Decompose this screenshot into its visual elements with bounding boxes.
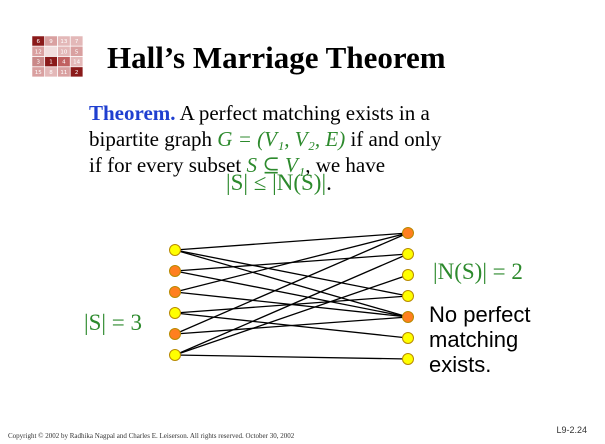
left-vertex <box>169 244 181 256</box>
theorem-statement: Theorem. A perfect matching exists in a … <box>89 100 589 178</box>
hall-condition-formula: |S| ≤ |N(S)| <box>226 170 327 195</box>
graph-edge <box>174 232 409 335</box>
logo-tile-number: 9 <box>49 39 53 45</box>
note-line-2: matching <box>429 327 519 352</box>
left-vertex <box>169 328 181 340</box>
graph-edge <box>174 270 409 318</box>
logo-tile <box>32 56 45 67</box>
logo-tile <box>57 46 71 57</box>
logo-tile <box>70 36 83 47</box>
left-vertex <box>169 349 181 361</box>
logo-tile <box>44 36 58 47</box>
logo-tile-number: 10 <box>60 49 67 55</box>
left-vertex <box>169 307 181 319</box>
logo-tile <box>57 56 71 67</box>
right-vertex <box>402 227 414 239</box>
logo-tile <box>70 56 83 67</box>
logo-tile <box>70 46 83 57</box>
slide-number: L9-2.24 <box>556 425 587 435</box>
logo-tile-number: 14 <box>73 60 80 66</box>
logo-tile <box>32 66 45 77</box>
theorem-line-3: if for every subset S ⊆ V₁, we have <box>89 152 589 178</box>
no-matching-note: No perfect matching exists. <box>429 302 599 377</box>
right-vertex <box>402 311 414 323</box>
logo-tile <box>70 66 83 77</box>
theorem-line-1-text: A perfect matching exists in a <box>179 101 430 125</box>
right-vertex <box>402 290 414 302</box>
logo-tile-number: 11 <box>60 70 67 76</box>
right-vertex <box>402 353 414 365</box>
logo-tile <box>32 46 45 57</box>
theorem-line-3-post: , we have <box>305 153 386 177</box>
graph-edge <box>174 232 409 251</box>
copyright-notice: Copyright © 2002 by Radhika Nagpal and C… <box>8 432 295 440</box>
theorem-line-1: Theorem. A perfect matching exists in a <box>89 100 589 126</box>
logo-tile-number: 5 <box>75 49 79 55</box>
note-line-1: No perfect <box>429 302 531 327</box>
neighborhood-size-label: |N(S)| = 2 <box>433 259 523 284</box>
graph-edge <box>174 354 409 360</box>
hall-condition: |S| ≤ |N(S)|. <box>226 170 332 196</box>
graph-edge <box>174 253 409 356</box>
logo-tile-number: 13 <box>60 39 67 45</box>
logo-tile <box>32 36 45 47</box>
left-vertex <box>169 286 181 298</box>
logo-tile-number: 8 <box>49 70 53 76</box>
logo-tile <box>44 66 58 77</box>
logo-tile <box>57 36 71 47</box>
left-vertex <box>169 265 181 277</box>
logo-tile <box>44 46 58 57</box>
logo-tile-number: 6 <box>37 39 41 45</box>
hall-condition-period: . <box>326 170 332 195</box>
theorem-line-2-pre: bipartite graph <box>89 127 213 151</box>
right-vertex <box>402 332 414 344</box>
graph-edge <box>174 274 409 356</box>
logo-tile-number: 1 <box>49 60 53 66</box>
theorem-line-2-post: if and only <box>350 127 442 151</box>
graph-edge <box>174 232 409 293</box>
graph-edge <box>174 316 409 335</box>
logo-tile-number: 15 <box>35 70 42 76</box>
subset-math: S ⊆ V₁ <box>246 153 306 177</box>
right-vertex <box>402 269 414 281</box>
theorem-line-3-pre: if for every subset <box>89 153 242 177</box>
graph-definition-math: G = (V₁, V₂, E) <box>217 127 346 151</box>
logo-tile <box>44 56 58 67</box>
logo-tile-number: 7 <box>75 39 79 45</box>
logo-tile-number: 12 <box>35 49 42 55</box>
left-set-size-label: |S| = 3 <box>84 310 142 335</box>
logo-tile-number: 3 <box>37 60 41 66</box>
right-vertex <box>402 248 414 260</box>
logo-tile-number: 2 <box>75 70 79 76</box>
note-line-3: exists. <box>429 352 492 377</box>
slide-title: Hall’s Marriage Theorem <box>107 40 446 75</box>
theorem-line-2: bipartite graph G = (V₁, V₂, E) if and o… <box>89 126 589 152</box>
logo-tile <box>57 66 71 77</box>
theorem-keyword: Theorem. <box>89 101 176 125</box>
logo-tile-number: 4 <box>62 60 66 66</box>
